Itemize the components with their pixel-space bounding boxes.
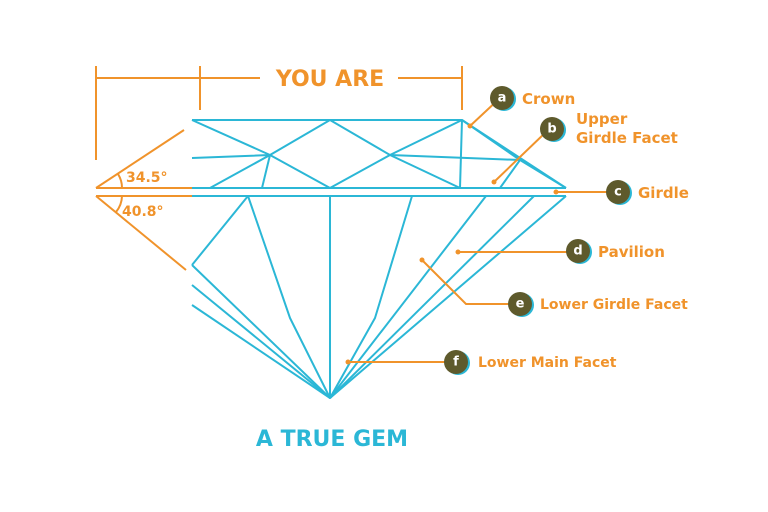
badge-letter-f: f [453, 355, 459, 370]
pavilion-angle-ray [95, 195, 187, 271]
label-upper: Upper [576, 110, 628, 128]
crown-angle-label: 34.5° [126, 170, 168, 186]
crown-facet-center [269, 154, 391, 189]
badge-f [444, 350, 468, 374]
label-lower-main-facet: Lower Main Facet [478, 355, 617, 371]
marker-girdle [553, 189, 559, 195]
pavilion-facet-mid-right [329, 195, 487, 399]
label-pavilion: Pavilion [598, 243, 665, 261]
crown-angle-arc [117, 173, 124, 189]
badge-a [490, 86, 514, 110]
crown-facet-far-right [389, 154, 567, 189]
marker-upper-girdle [491, 179, 497, 185]
pavilion-facet-left [247, 195, 331, 399]
badge-letter-a: a [498, 91, 507, 106]
badge-letter-b: b [547, 122, 556, 137]
badge-b [540, 117, 564, 141]
callout-upper-girdle-facet: b Upper Girdle Facet [540, 110, 678, 147]
callout-lower-main-facet: f Lower Main Facet [444, 350, 617, 375]
pavilion-facet-edge-left [191, 195, 249, 266]
marker-lower-main [345, 359, 351, 365]
bottom-title: A TRUE GEM [256, 427, 408, 452]
badge-letter-c: c [614, 185, 622, 200]
pavilion-facet-outer-right [329, 195, 535, 399]
width-dimension: YOU ARE [95, 66, 463, 160]
pavilion-facet-low-left [191, 304, 331, 399]
pavilion-facet-far-left [191, 284, 331, 399]
callout-crown: a Crown [490, 86, 575, 111]
marker-crown [467, 123, 473, 129]
marker-pavilion [455, 249, 461, 255]
badge-letter-d: d [573, 244, 582, 259]
crown-facet-line-a [261, 154, 271, 189]
badge-c [606, 180, 630, 204]
leader-upper-girdle [493, 131, 547, 183]
gem-outline: A TRUE GEM [191, 119, 567, 452]
label-girdle-facet: Girdle Facet [576, 129, 678, 147]
callout-pavilion: d Pavilion [566, 239, 665, 264]
pavilion-angle-arc [115, 195, 123, 213]
crown-facet-right [389, 119, 463, 189]
marker-lower-girdle [419, 257, 425, 263]
label-lower-girdle-facet: Lower Girdle Facet [540, 297, 688, 313]
badge-d [566, 239, 590, 263]
leader-lower-girdle [421, 259, 512, 305]
badge-e [508, 292, 532, 316]
top-title: YOU ARE [275, 67, 384, 92]
label-girdle: Girdle [638, 184, 689, 202]
angle-indicators: 34.5° 40.8° [95, 129, 192, 271]
badge-letter-e: e [516, 297, 525, 312]
star-facet-row [191, 119, 463, 156]
crown-facet-line-c [499, 159, 521, 189]
crown-facet-left [191, 154, 271, 189]
callout-lower-girdle-facet: e Lower Girdle Facet [508, 292, 688, 317]
pavilion-angle-label: 40.8° [122, 204, 164, 220]
pavilion-facet-right [329, 195, 413, 399]
callout-girdle: c Girdle [606, 180, 689, 205]
crown-angle-ray [95, 129, 185, 189]
label-crown: Crown [522, 90, 575, 108]
